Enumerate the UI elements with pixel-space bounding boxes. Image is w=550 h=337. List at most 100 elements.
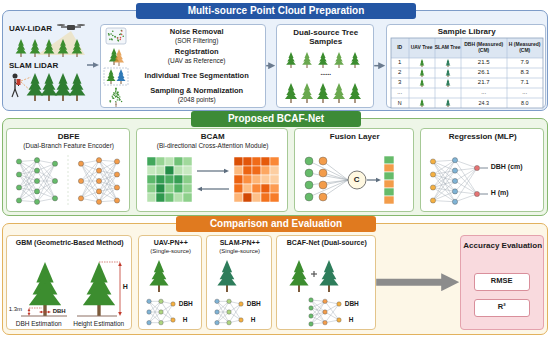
network-icon — [149, 301, 161, 312]
table-grid — [391, 67, 543, 68]
network-icon — [149, 301, 161, 302]
tree-icon — [27, 84, 44, 95]
flow-arrow — [374, 65, 380, 67]
tree-icon — [69, 84, 86, 95]
attention-icon — [270, 157, 279, 166]
tree-icon — [306, 96, 307, 103]
network-icon — [433, 161, 455, 181]
tree-icon — [289, 260, 308, 292]
arrow-symbol — [118, 312, 122, 316]
network-icon — [325, 320, 339, 323]
tree-icon — [16, 46, 27, 53]
tree-icon — [115, 52, 123, 59]
tree-icon — [44, 46, 55, 53]
attention-icon — [165, 184, 174, 193]
network-icon — [308, 321, 312, 325]
tree-icon — [445, 82, 450, 85]
attention-icon — [147, 157, 156, 166]
illustration — [7, 236, 133, 331]
tree-icon — [110, 51, 118, 58]
tree-icon — [82, 262, 114, 316]
drone-icon — [57, 24, 85, 30]
network-icon — [214, 320, 218, 324]
network-icon — [81, 163, 99, 191]
network-icon — [16, 198, 21, 203]
network-icon — [161, 304, 173, 312]
tree-icon — [109, 54, 119, 61]
tree-icon — [116, 75, 125, 81]
table-cell: 8.0 — [507, 98, 543, 108]
network-icon — [161, 304, 173, 323]
tree-icon — [106, 69, 115, 84]
step-icons — [108, 33, 110, 35]
network-icon — [96, 168, 101, 173]
step-icons — [118, 99, 119, 100]
step-icons — [118, 98, 119, 99]
tree-icon — [286, 58, 296, 64]
network-icon — [452, 199, 457, 204]
tree-icon — [290, 96, 291, 103]
network-icon — [19, 170, 37, 174]
method-box: SLAM-PN++(Single-source)DBHH — [206, 235, 272, 330]
step-icons — [116, 37, 118, 39]
network-icon — [149, 301, 161, 322]
step-icons — [117, 93, 118, 94]
table-cell: 2 — [391, 68, 409, 78]
attention-icon — [261, 166, 270, 175]
network-icon — [325, 301, 339, 320]
tree-icon — [420, 59, 423, 62]
tree-icon — [289, 272, 308, 285]
network-icon — [336, 317, 340, 321]
network-icon — [37, 163, 55, 180]
step-icons — [117, 97, 118, 98]
attention-icon — [174, 157, 183, 166]
network-icon — [99, 181, 117, 201]
step-icons — [115, 88, 116, 89]
tree-icon — [421, 74, 422, 77]
table-cell: ID — [391, 38, 409, 58]
network-icon — [16, 172, 21, 177]
tree-icon — [55, 73, 72, 101]
network-icon — [433, 160, 455, 200]
network-icon — [336, 301, 340, 305]
tree-icon — [319, 272, 338, 285]
network-icon — [149, 312, 161, 323]
tree-icon — [17, 43, 25, 50]
network-icon — [34, 178, 39, 183]
tree-icon — [320, 52, 325, 58]
network-icon — [19, 187, 37, 201]
attention-icon — [252, 193, 261, 202]
network-icon — [311, 312, 325, 316]
tree-icon — [446, 70, 450, 73]
panel-heading: Multi-source Point Cloud Preparation — [136, 3, 416, 19]
tree-icon — [419, 102, 424, 105]
network-icon — [229, 301, 241, 320]
tree-icon — [302, 58, 312, 64]
network-icon — [37, 160, 55, 181]
tree-icon — [45, 43, 53, 50]
network-icon — [158, 299, 162, 303]
tree-icon — [420, 99, 423, 102]
step-icons — [117, 96, 118, 97]
network-icon — [170, 317, 174, 321]
network-icon — [311, 316, 325, 323]
fusion-icon — [305, 181, 313, 189]
output-label: DBH — [247, 300, 261, 307]
fusion-icon — [384, 188, 394, 196]
tree-icon — [446, 69, 449, 72]
arrow-symbol — [45, 310, 51, 313]
network-icon — [433, 187, 455, 191]
mlp-icon — [480, 193, 488, 194]
arrow-symbol — [118, 262, 122, 266]
tree-icon — [60, 39, 66, 46]
tree-icon — [76, 91, 78, 101]
network-icon — [37, 163, 55, 170]
tree-icon — [31, 43, 39, 50]
arrow-symbol — [39, 310, 42, 313]
box-subtitle: (Dual-Branch Feature Encoder) — [9, 142, 129, 149]
tree-icon — [34, 51, 35, 57]
tree-icon — [420, 69, 423, 72]
attention-icon — [183, 157, 192, 166]
tree-icon — [338, 62, 339, 68]
network-icon — [19, 160, 37, 161]
